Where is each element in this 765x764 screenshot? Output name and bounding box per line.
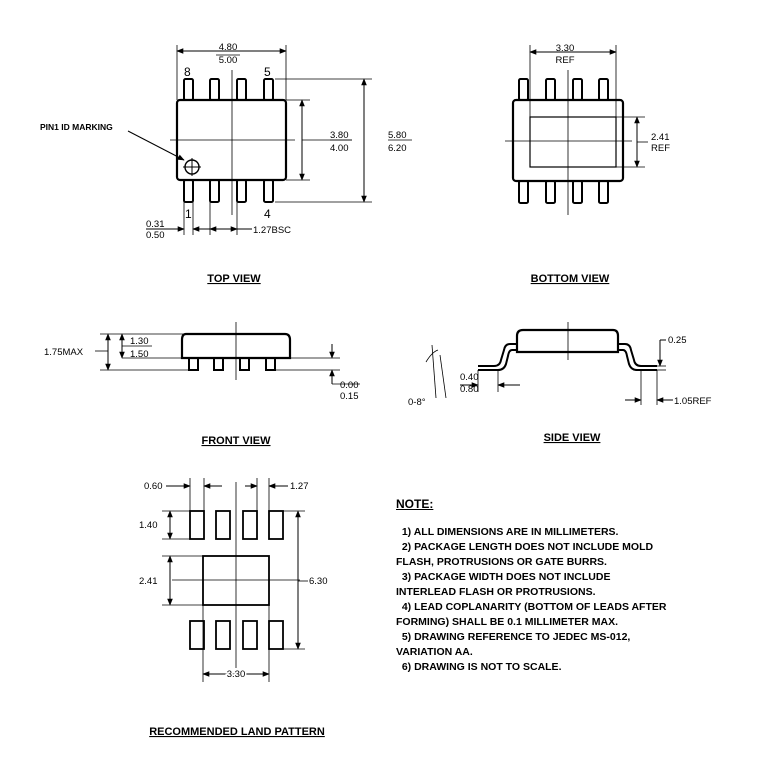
bottom-lead [236,179,247,203]
foot-length-min-label: 0.40 [460,372,479,383]
lead-width-max-label: 0.50 [146,230,165,241]
note-line: 2) PACKAGE LENGTH DOES NOT INCLUDE MOLD [396,541,654,553]
land-pitch-label: 1.27 [290,481,309,492]
pad-width-label: 2.41 [651,132,670,143]
land-pad [189,620,205,650]
body-width-max-label: 4.00 [330,143,349,154]
land-pattern-labels: 0.60 1.27 1.40 2.41 6.30 3.30 RECOMMENDE… [139,481,328,738]
top-lead [183,78,194,101]
land-pad [215,510,231,540]
pad-length-note: REF [556,55,575,66]
lead-thickness-label: 0.25 [668,335,687,346]
lead-width-min-label: 0.31 [146,219,165,230]
note-line: 5) DRAWING REFERENCE TO JEDEC MS-012, [396,631,631,643]
front-view-caption: FRONT VIEW [201,435,271,447]
bottom-view [505,45,648,215]
top-view-caption: TOP VIEW [207,273,261,285]
top-lead [236,78,247,101]
land-pad [268,510,284,540]
top-lead [209,78,220,101]
thickness-max-label: 1.50 [130,349,149,360]
pad-length-label: 3.30 [556,43,575,54]
note-line: 4) LEAD COPLANARITY (BOTTOM OF LEADS AFT… [396,601,667,613]
top-view-labels: 4.80 5.00 8 5 1 4 PIN1 ID MARKING 3.80 4… [40,42,407,285]
note-line: INTERLEAD FLASH OR PROTRUSIONS. [396,586,596,598]
side-view-body [515,328,620,354]
bottom-lead [183,179,194,203]
pin-4-label: 4 [264,207,271,221]
top-view [127,45,412,235]
thermal-pad-width-label: 2.41 [139,576,158,587]
foot-length-max-label: 0.80 [460,384,479,395]
length-max-label: 5.00 [219,55,238,66]
thermal-pad-length-label: 3.30 [227,669,246,680]
note-line: 1) ALL DIMENSIONS ARE IN MILLIMETERS. [396,526,619,538]
pitch-label: 1.27BSC [253,225,291,236]
front-view-labels: 1.75MAX 1.30 1.50 0.00 0.15 FRONT VIEW [44,336,359,447]
pin-1-label: 1 [185,207,192,221]
body-width-min-label: 3.80 [330,130,349,141]
pad-width-note: REF [651,143,670,154]
note-line: FLASH, PROTRUSIONS OR GATE BURRS. [396,556,607,568]
lead-length-label: 1.05REF [674,396,712,407]
standoff-min-label: 0.00 [340,380,359,391]
side-right-lead [618,343,657,367]
height-max-label: 1.75MAX [44,347,84,358]
land-pad [189,510,205,540]
bottom-lead [209,179,220,203]
overall-width-min-label: 5.80 [388,130,407,141]
side-left-lead [478,343,517,367]
pin-8-label: 8 [184,65,191,79]
notes-title: NOTE: [396,497,434,511]
pin-5-label: 5 [264,65,271,79]
thickness-min-label: 1.30 [130,336,149,347]
note-line: 3) PACKAGE WIDTH DOES NOT INCLUDE [396,571,611,583]
foot-angle-label: 0-8° [408,397,426,408]
exposed-pad [529,116,617,168]
land-pattern [162,478,308,682]
land-pad [242,510,258,540]
note-line: VARIATION AA. [396,646,473,658]
overall-width-max-label: 6.20 [388,143,407,154]
land-pad [215,620,231,650]
land-pattern-caption: RECOMMENDED LAND PATTERN [149,726,325,738]
notes-block: NOTE: 1) ALL DIMENSIONS ARE IN MILLIMETE… [396,497,736,675]
bottom-lead [263,179,274,203]
side-view [425,322,673,405]
note-line: 6) DRAWING IS NOT TO SCALE. [396,661,562,673]
side-view-caption: SIDE VIEW [544,432,601,444]
side-view-labels: 0.25 0.40 0.80 0-8° 1.05REF SIDE VIEW [408,335,712,444]
land-pad-length-label: 1.40 [139,520,158,531]
standoff-max-label: 0.15 [340,391,359,402]
bottom-view-caption: BOTTOM VIEW [531,273,610,285]
land-overall-width-label: 6.30 [309,576,328,587]
bottom-view-labels: 3.30 REF 2.41 REF BOTTOM VIEW [531,43,671,285]
land-pad-width-label: 0.60 [144,481,163,492]
length-min-label: 4.80 [219,42,238,53]
note-line: FORMING) SHALL BE 0.1 MILLIMETER MAX. [396,616,619,628]
land-pad [242,620,258,650]
land-pad [268,620,284,650]
top-lead [263,78,274,101]
front-view [95,322,360,385]
pin1-id-label: PIN1 ID MARKING [40,122,113,132]
